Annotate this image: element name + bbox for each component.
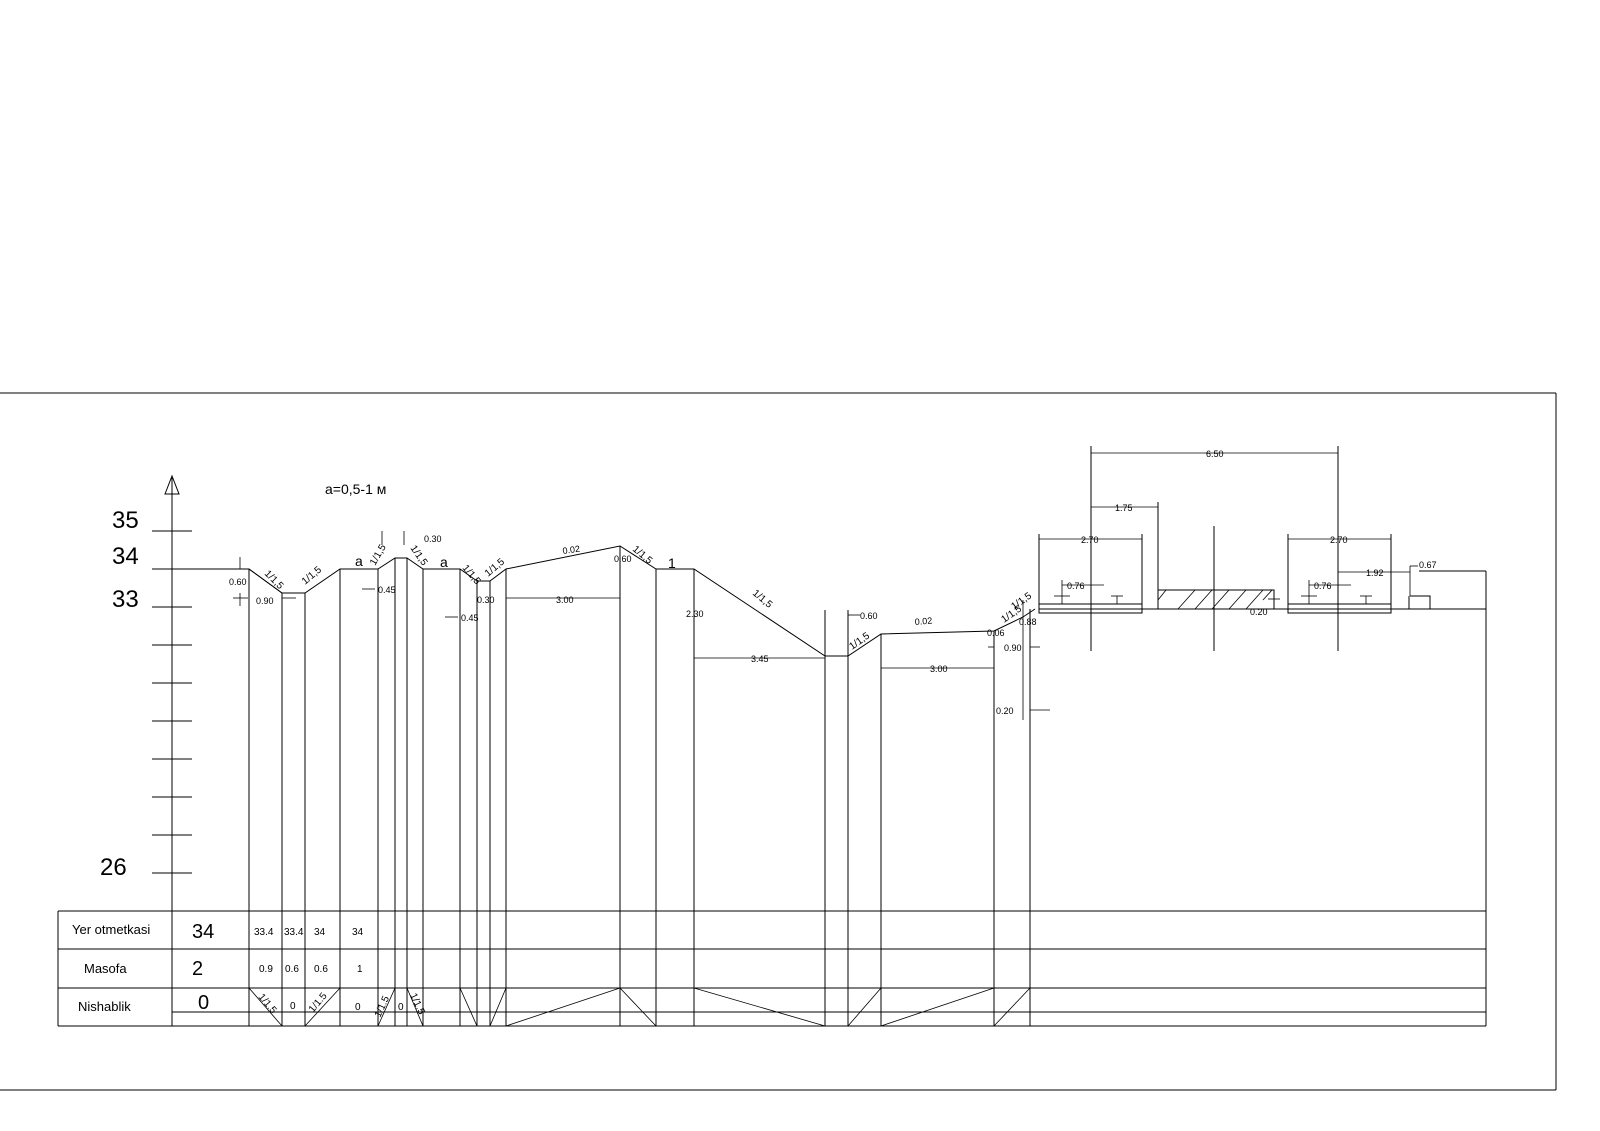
- letter-label: a: [440, 554, 448, 570]
- slope-label: 1/1,5: [483, 556, 507, 579]
- profile-dimension-values: 0.60 0.90 0.45 0.30 0.30 0.45 3.00 0.02 …: [229, 534, 1037, 716]
- table-cell: 0: [290, 1001, 296, 1012]
- slope-label: 1/1,5: [300, 564, 324, 587]
- slope-label: 1/1,5: [408, 543, 430, 568]
- dimension-value: 0.30: [424, 534, 442, 544]
- dimension-value: 0.60: [614, 554, 632, 564]
- dimension-value: 0.76: [1067, 581, 1085, 591]
- letter-label: a: [355, 553, 363, 569]
- profile-dimension-lines: [233, 531, 1050, 720]
- dimension-value: 0.60: [860, 611, 878, 621]
- dimension-value: 0.90: [256, 596, 274, 606]
- slope-label: 1/1,5: [262, 568, 286, 592]
- dimension-value: 0.76: [1314, 581, 1332, 591]
- table-cell: 1: [357, 964, 363, 975]
- dimension-value: 1.75: [1115, 503, 1133, 513]
- slope-label: 1/1,5: [1009, 590, 1034, 612]
- axis-label-35: 35: [112, 507, 139, 534]
- dimension-value: 0.88: [1019, 617, 1037, 627]
- table-cell: 0.6: [285, 964, 299, 975]
- row-value-distance: 2: [192, 958, 203, 980]
- slope-label: 1/1,5: [630, 544, 654, 567]
- dimension-value: 2.70: [1081, 535, 1099, 545]
- dimension-value: 0.45: [378, 585, 396, 595]
- dimension-value: 2.70: [1330, 535, 1348, 545]
- profile-table: Yer otmetkasi Masofa Nishablik 34 2 0 33…: [57, 910, 1487, 1027]
- row-label-slope: Nishablik: [78, 999, 131, 1014]
- dimension-value: 3.00: [930, 664, 948, 674]
- terrain-profile: [172, 545, 1487, 1026]
- table-cell: 1/1.5: [407, 992, 427, 1017]
- slope-label: 1/1,5: [750, 588, 774, 611]
- table-cell: 33.4: [254, 927, 274, 938]
- axis-ticks: [152, 530, 192, 874]
- dimension-value: 0.90: [1004, 643, 1022, 653]
- dimension-value: 3.45: [751, 654, 769, 664]
- road-section: [1038, 446, 1431, 651]
- table-cell: 0.6: [314, 964, 328, 975]
- slope-row-marks: [248, 987, 1031, 1027]
- table-cell: 1/1.5: [373, 994, 393, 1019]
- dimension-value: 0.30: [477, 595, 495, 605]
- letter-label: 1: [668, 555, 676, 571]
- axis-label-33: 33: [112, 586, 139, 613]
- table-cell: 1/1.5: [256, 992, 279, 1016]
- table-cell: 0.9: [259, 964, 273, 975]
- dimension-value: 0.06: [987, 628, 1005, 638]
- dimension-value: 0.20: [1250, 607, 1268, 617]
- row-label-distance: Masofa: [84, 961, 127, 976]
- axis-arrow-icon: [164, 474, 180, 495]
- dimension-value: 6.50: [1206, 449, 1224, 459]
- row-value-elevation: 34: [192, 921, 214, 943]
- note-text: a=0,5-1 м: [325, 481, 386, 497]
- table-cell: 34: [314, 927, 326, 938]
- dimension-value: 2.30: [686, 609, 704, 619]
- table-cell: 34: [352, 927, 364, 938]
- axis-label-34: 34: [112, 543, 139, 570]
- row-label-elevation: Yer otmetkasi: [72, 922, 150, 937]
- dimension-value: 0.45: [461, 613, 479, 623]
- dimension-value: 0.67: [1419, 560, 1437, 570]
- row-value-slope: 0: [198, 992, 209, 1014]
- table-cell: 0: [398, 1002, 404, 1013]
- dimension-value: 3.00: [556, 595, 574, 605]
- slope-label: 1/1,5: [847, 630, 872, 652]
- axis-label-26: 26: [100, 854, 127, 881]
- dimension-value: 1.92: [1366, 568, 1384, 578]
- elevation-axis: 35 34 33 26: [100, 474, 192, 912]
- dimension-value: 0.20: [996, 706, 1014, 716]
- station-lines: [248, 546, 1031, 1026]
- dimension-value: 0.02: [562, 544, 581, 556]
- dimension-value: 0.02: [914, 616, 932, 627]
- sheet-frame: [0, 392, 1557, 1091]
- profile-letters: a a 1: [355, 553, 676, 571]
- dimension-value: 0.60: [229, 577, 247, 587]
- table-cell: 0: [355, 1002, 361, 1013]
- table-cell: 33.4: [284, 927, 304, 938]
- road-dimension-values: 6.50 1.75 2.70 2.70 0.76 0.76 1.92 0.67 …: [1067, 449, 1437, 617]
- slope-label: 1/1,5: [460, 563, 483, 587]
- hatch-pavement: [1157, 589, 1273, 610]
